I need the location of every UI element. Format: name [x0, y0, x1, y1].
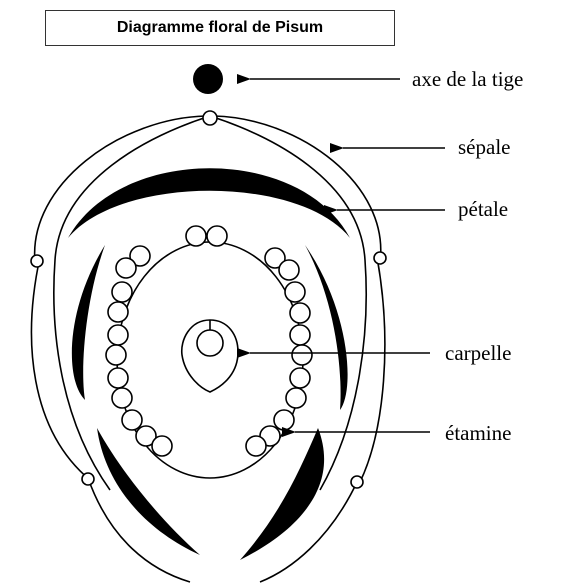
petal-keel-left [97, 428, 200, 555]
stamen [116, 258, 136, 278]
stamen [290, 303, 310, 323]
petal-standard [68, 168, 350, 238]
sepal-tip [351, 476, 363, 488]
carpel [182, 320, 238, 392]
stamen [106, 345, 126, 365]
stem-axis-dot [193, 64, 223, 94]
label-carpel: carpelle [445, 341, 511, 365]
label-petal: pétale [458, 197, 508, 221]
stamen [108, 368, 128, 388]
sepal-tip [203, 111, 217, 125]
stamen [108, 302, 128, 322]
stamen [112, 282, 132, 302]
stamen [112, 388, 132, 408]
stamen [274, 410, 294, 430]
stamen [186, 226, 206, 246]
sepal-tip [31, 255, 43, 267]
stamen [152, 436, 172, 456]
label-sepal: sépale [458, 135, 510, 159]
stamen [207, 226, 227, 246]
label-stem-axis: axe de la tige [412, 67, 523, 91]
label-stamen: étamine [445, 421, 511, 445]
petal-wing-left [72, 245, 105, 400]
sepal-tip [82, 473, 94, 485]
sepal-tip [374, 252, 386, 264]
stamen [292, 345, 312, 365]
stamen [286, 388, 306, 408]
stamen [108, 325, 128, 345]
stamen [285, 282, 305, 302]
carpel-ovule [197, 330, 223, 356]
stamen [246, 436, 266, 456]
stamen [290, 325, 310, 345]
petal-wing-right [305, 245, 348, 410]
sepal-outline [360, 257, 385, 482]
stamen [122, 410, 142, 430]
stamen [290, 368, 310, 388]
stamen [279, 260, 299, 280]
